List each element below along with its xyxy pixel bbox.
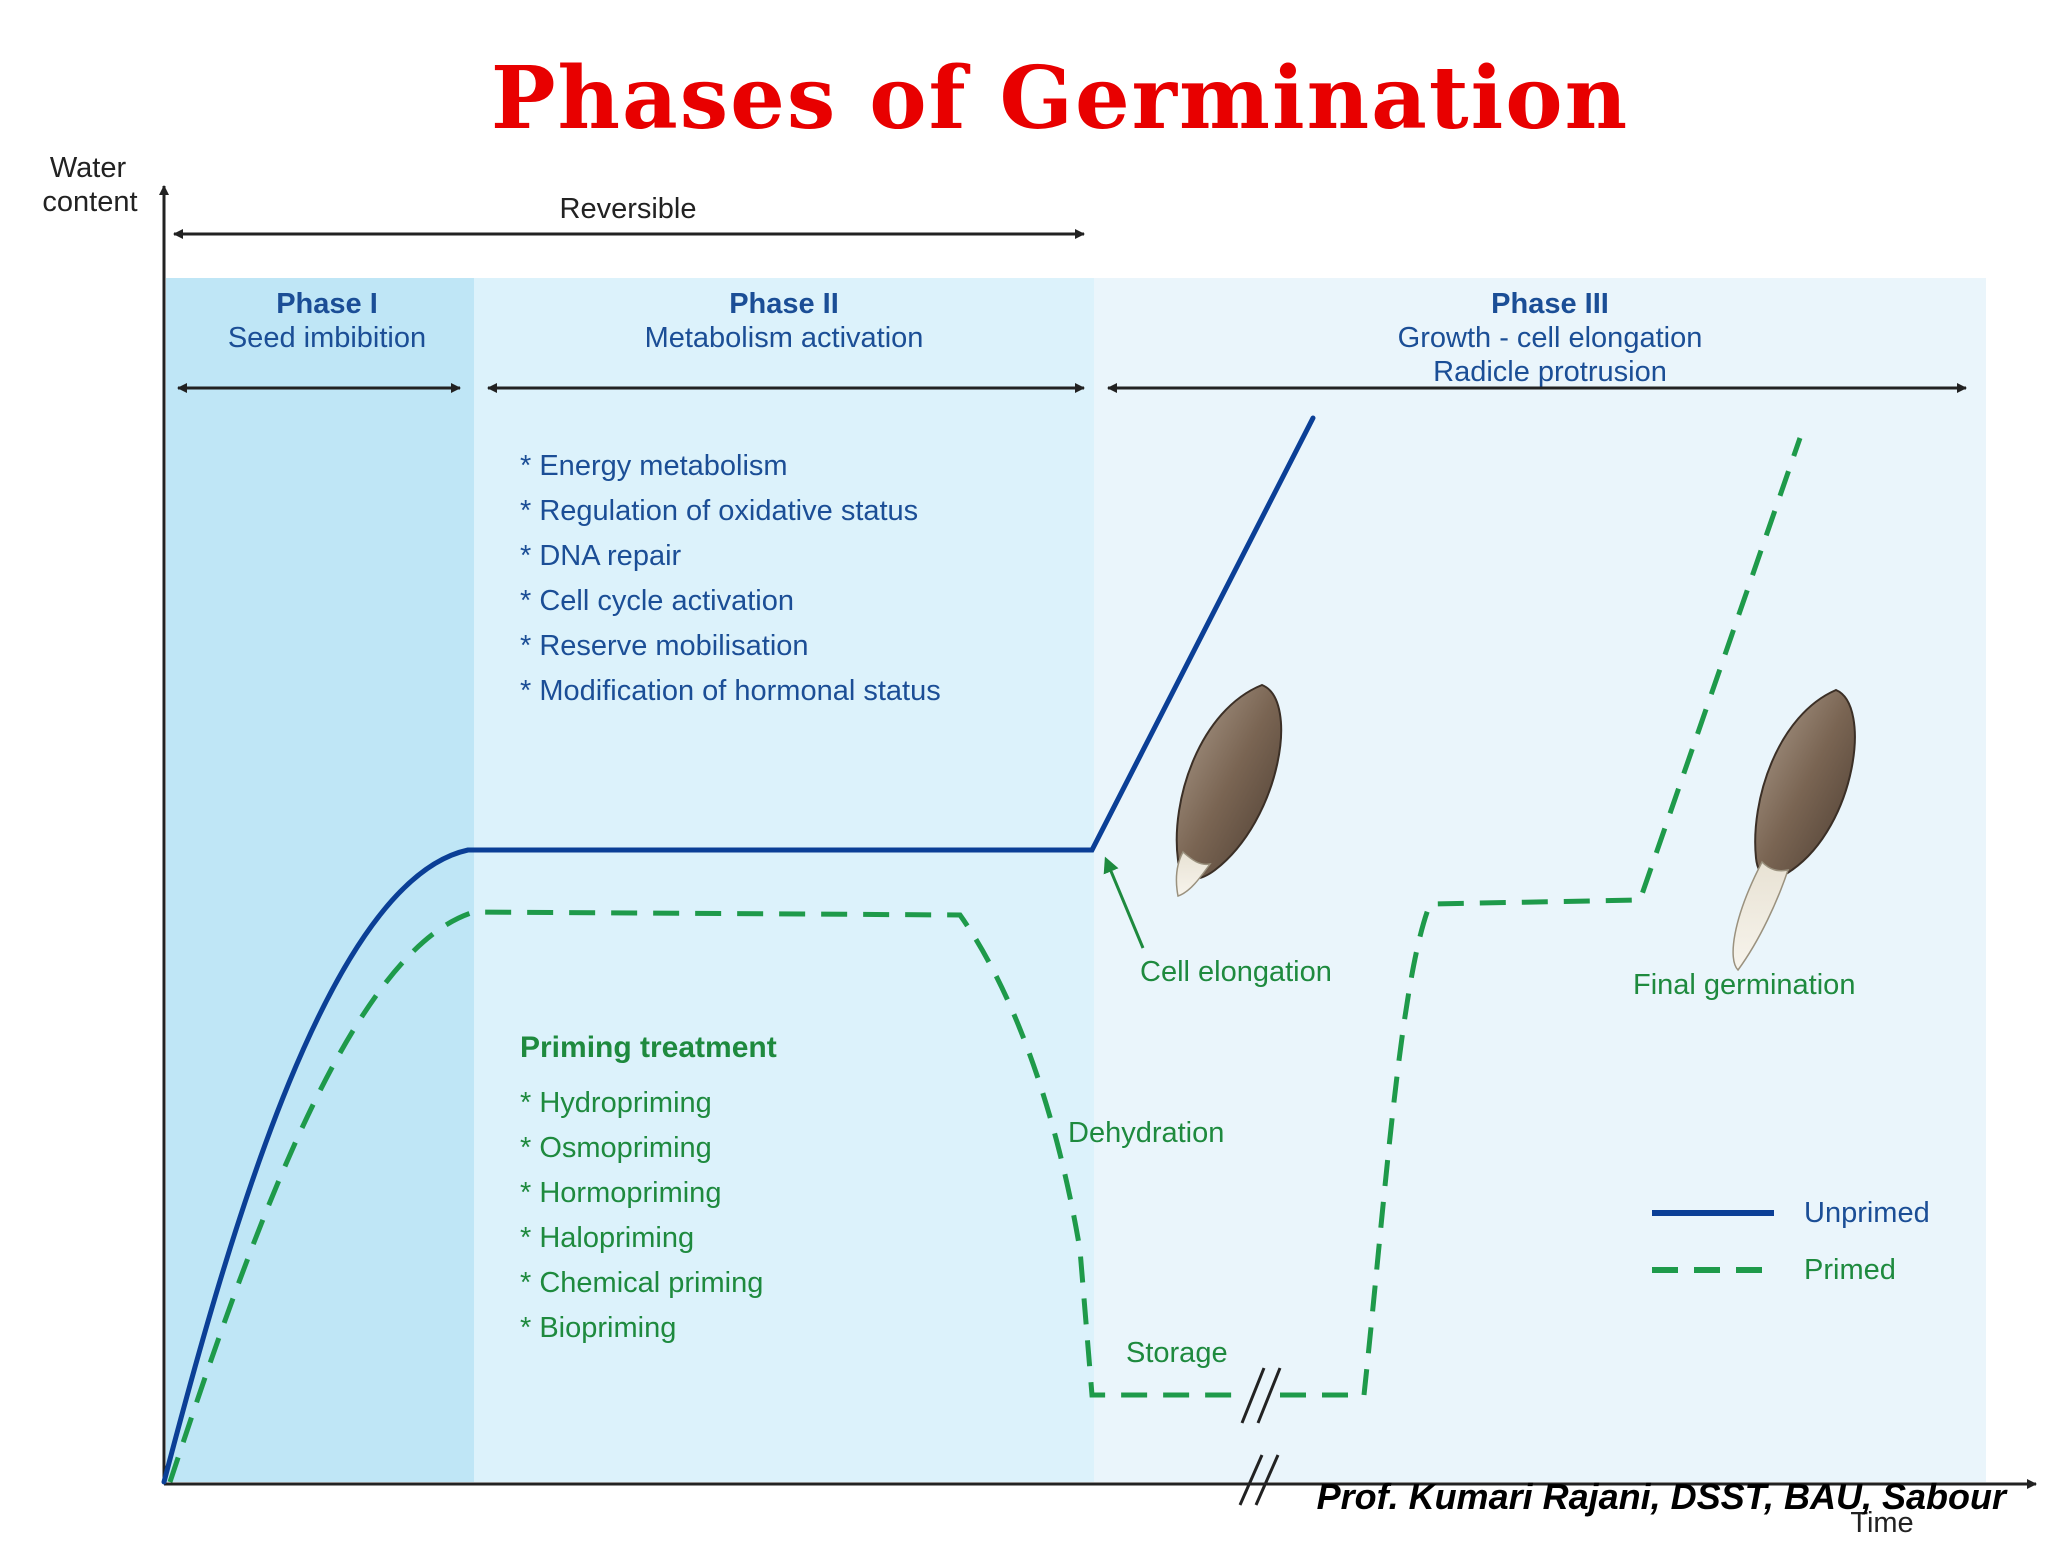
process-item: * DNA repair xyxy=(520,540,682,572)
primed-curve-after-storage xyxy=(1280,437,1803,1398)
legend: Unprimed Primed xyxy=(1652,1197,1930,1286)
legend-unprimed-label: Unprimed xyxy=(1804,1197,1930,1229)
cell-elongation-label: Cell elongation xyxy=(1140,956,1332,988)
cell-elongation-arrow xyxy=(1103,856,1145,949)
x-axis-label: Time xyxy=(1850,1507,1913,1536)
y-axis-label-line2: content xyxy=(42,186,137,218)
phase2-process-list: * Energy metabolism * Regulation of oxid… xyxy=(520,450,941,707)
phase3-title: Phase III xyxy=(1491,288,1609,320)
phase2-subtitle: Metabolism activation xyxy=(645,322,924,354)
priming-heading: Priming treatment xyxy=(520,1031,777,1064)
priming-item: * Hydropriming xyxy=(520,1087,712,1119)
phase2-title: Phase II xyxy=(729,288,839,320)
storage-label: Storage xyxy=(1126,1337,1228,1369)
final-germination-label: Final germination xyxy=(1633,969,1855,1001)
y-axis-label-line1: Water xyxy=(50,152,127,184)
phase3-subtitle-2: Radicle protrusion xyxy=(1433,356,1667,388)
author-credit: Prof. Kumari Rajani, DSST, BAU, Sabour xyxy=(1316,1476,2006,1517)
process-item: * Energy metabolism xyxy=(520,450,788,482)
phase3-band xyxy=(1094,278,1986,1482)
phase1-subtitle: Seed imbibition xyxy=(228,322,426,354)
priming-list: * Hydropriming * Osmopriming * Hormoprim… xyxy=(520,1087,763,1344)
seed-cell-elongation-image xyxy=(1175,683,1283,897)
phase1-title: Phase I xyxy=(276,288,378,320)
priming-item: * Chemical priming xyxy=(520,1267,763,1299)
axis-break-mark xyxy=(1238,1454,1280,1506)
legend-primed-label: Primed xyxy=(1804,1254,1896,1286)
page-title: Phases of Germination xyxy=(490,48,1630,149)
priming-item: * Halopriming xyxy=(520,1222,694,1254)
priming-item: * Biopriming xyxy=(520,1312,676,1344)
phase2-band xyxy=(474,278,1094,1482)
phase3-subtitle: Growth - cell elongation xyxy=(1398,322,1703,354)
process-item: * Regulation of oxidative status xyxy=(520,495,918,527)
priming-item: * Osmopriming xyxy=(520,1132,712,1164)
storage-break-mark xyxy=(1240,1367,1282,1424)
unprimed-curve xyxy=(161,415,1316,1485)
process-item: * Modification of hormonal status xyxy=(520,675,941,707)
reversible-label: Reversible xyxy=(560,193,697,225)
process-item: * Cell cycle activation xyxy=(520,585,794,617)
process-item: * Reserve mobilisation xyxy=(520,630,809,662)
seed-final-germination-image xyxy=(1732,688,1856,972)
priming-item: * Hormopriming xyxy=(520,1177,721,1209)
dehydration-label: Dehydration xyxy=(1068,1117,1224,1149)
primed-curve xyxy=(167,909,1240,1483)
